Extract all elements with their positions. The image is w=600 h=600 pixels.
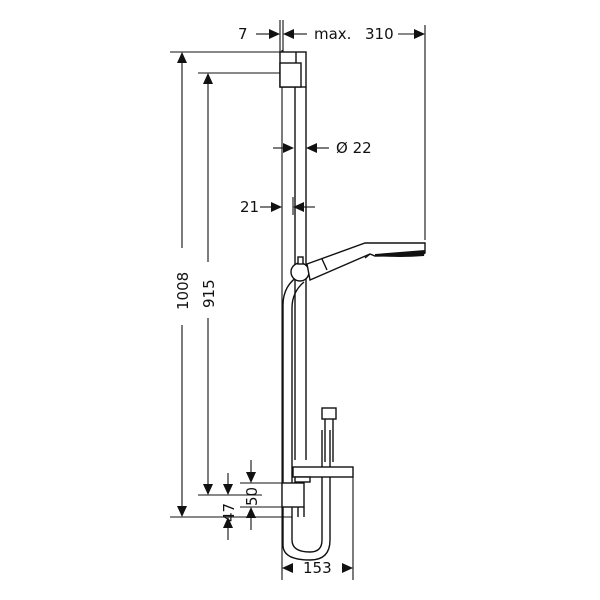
hand-shower [290,242,426,282]
hose-connector [321,407,337,420]
dim-shelf-width: 153 [303,559,332,577]
shelf-width-dimension: 153 [281,477,354,580]
dim-bracket-height: 50 [243,487,261,506]
dim-wall-offset: 7 [238,25,248,43]
slider-knob [290,262,310,282]
hose [282,274,337,561]
rail-offset-dimension: 21 [240,197,315,216]
dim-max-label: max. [314,25,351,43]
lower-dimensions: 50 47 [220,460,282,540]
dim-max-projection: 310 [365,25,394,43]
dim-rail-offset: 21 [240,198,259,216]
rail-diameter-dimension: Ø 22 [273,139,372,157]
lower-bracket-shelf [281,466,354,517]
dim-overall-height: 1008 [174,272,192,310]
top-dimension: 7 max. 310 [238,20,426,240]
dim-rail-height: 915 [200,279,218,308]
height-dimensions: 1008 915 [170,51,292,518]
top-bracket [279,51,307,88]
dim-rail-diameter: Ø 22 [336,139,372,157]
dim-bottom-offset: 47 [220,503,238,522]
soap-shelf [292,466,354,478]
